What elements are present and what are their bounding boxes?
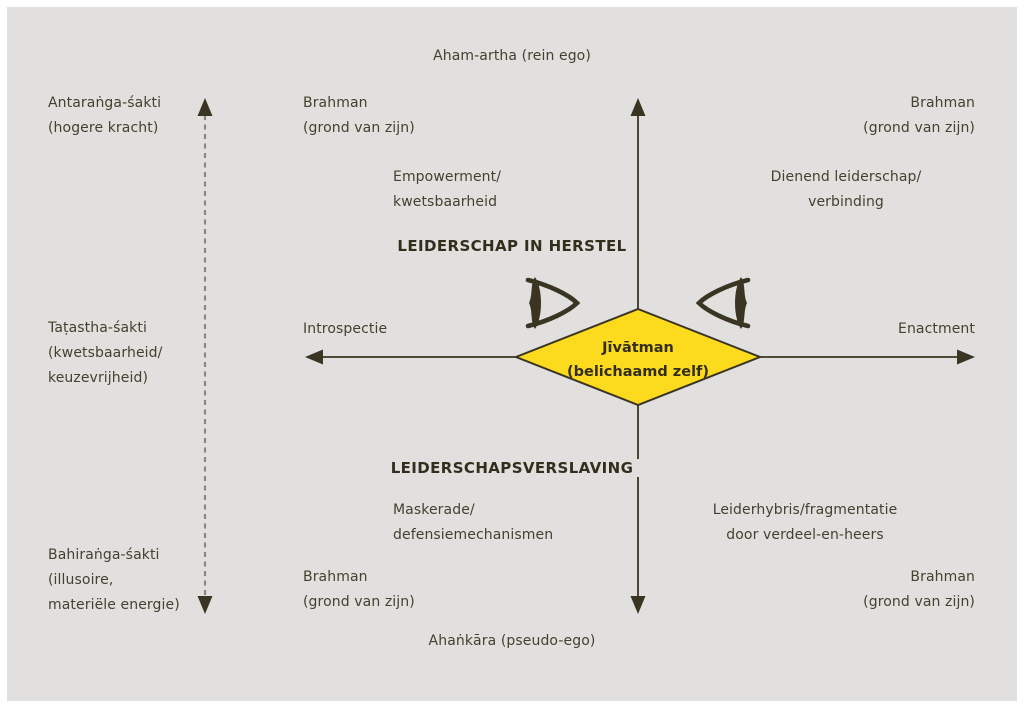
corner-bottom-left: Brahman (grond van zijn) [303, 569, 415, 610]
bottom-pole-label: Ahaṅkāra (pseudo-ego) [7, 629, 1017, 654]
up-arrowhead-icon [630, 98, 646, 116]
corner-top-right: Brahman (grond van zijn) [863, 95, 975, 136]
right-eye-icon [694, 275, 758, 331]
left-pole-label: Introspectie [303, 321, 388, 337]
down-arrowhead-icon [630, 596, 646, 614]
quadrant-bottom-left-label: Maskerade/ defensiemechanismen [393, 502, 554, 543]
diagram-canvas: Aham-artha (rein ego) Ahaṅkāra (pseudo-e… [7, 7, 1017, 701]
quadrant-top-right-label: Dienend leiderschap/ verbinding [770, 169, 922, 210]
sakti-label-tatastha: Taṭastha-śakti (kwetsbaarheid/ keuzevrij… [48, 320, 163, 386]
sakti-scale-dashed-axis [197, 98, 213, 614]
top-pole-text: Aham-artha (rein ego) [433, 48, 591, 64]
lower-heading: LEIDERSCHAPSVERSLAVING [7, 458, 1017, 478]
center-diamond-label: Jīvātman (belichaamd zelf) [518, 336, 758, 384]
quadrant-bottom-right-label: Leiderhybris/fragmentatie door verdeel-e… [712, 502, 898, 543]
left-arrowhead-icon [305, 349, 323, 365]
top-pole-label: Aham-artha (rein ego) [7, 44, 1017, 69]
left-eye-icon [518, 275, 582, 331]
down-arrowhead-icon [197, 596, 213, 614]
right-pole-label: Enactment [898, 321, 975, 337]
right-arrowhead-icon [957, 349, 975, 365]
upper-heading: LEIDERSCHAP IN HERSTEL [7, 236, 1017, 256]
axes-graphic [197, 98, 975, 614]
up-arrowhead-icon [197, 98, 213, 116]
corner-top-left: Brahman (grond van zijn) [303, 95, 415, 136]
diamond-line1: Jīvātman [602, 340, 674, 356]
quadrant-top-left-label: Empowerment/ kwetsbaarheid [393, 169, 502, 210]
sakti-label-antaranga: Antaraṅga-śakti (hogere kracht) [48, 95, 162, 136]
sakti-label-bahiranga: Bahiraṅga-śakti (illusoire, materiële en… [48, 547, 180, 613]
bottom-pole-text: Ahaṅkāra (pseudo-ego) [428, 633, 596, 649]
center-diamond-shape [513, 307, 763, 407]
diamond-line2: (belichaamd zelf) [567, 364, 709, 380]
corner-bottom-right: Brahman (grond van zijn) [863, 569, 975, 610]
